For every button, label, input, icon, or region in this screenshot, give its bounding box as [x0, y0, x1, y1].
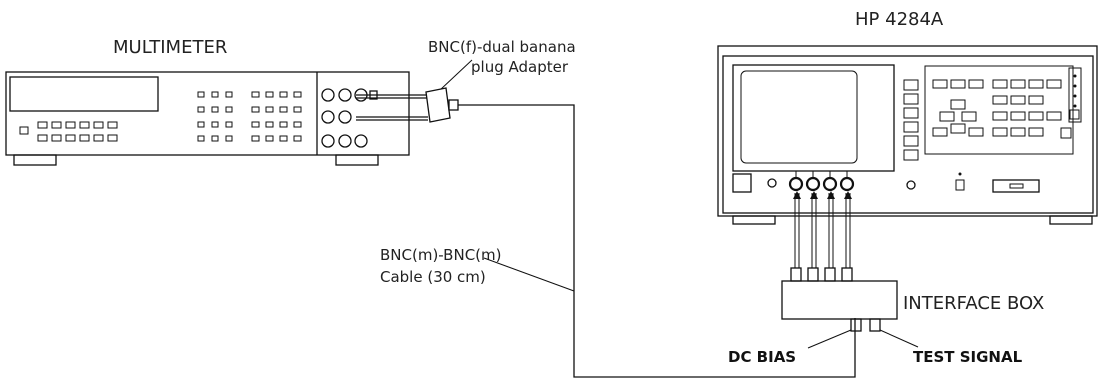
analyzer-indicator-column: [1068, 67, 1082, 123]
multimeter-body: [5, 71, 410, 156]
test-signal-leader: [879, 329, 919, 348]
analyzer-front-panel: [722, 55, 1094, 214]
adapter-label-line1: BNC(f)-dual banana: [428, 38, 576, 56]
multimeter-foot-left: [13, 154, 57, 166]
terminal-connection-arrows: [793, 191, 852, 268]
interface-box-label: INTERFACE BOX: [903, 293, 1044, 314]
analyzer-keypad-area: [924, 65, 1074, 155]
multimeter-foot-right: [335, 154, 379, 166]
cable-label-line1: BNC(m)-BNC(m): [380, 246, 501, 264]
analyzer-label: HP 4284A: [855, 9, 944, 30]
disk-slot: [992, 179, 1040, 193]
lcr-meter: [717, 45, 1098, 225]
interface-box-body: [781, 280, 898, 320]
interface-box: [781, 267, 898, 332]
interface-box-top-connector-3: [824, 267, 836, 282]
test-signal-connector: [869, 318, 881, 332]
multimeter: [5, 71, 410, 166]
cable-leader: [483, 257, 575, 292]
multimeter-keys-middle: [197, 91, 302, 142]
dc-bias-leader: [807, 329, 852, 349]
analyzer-led: [955, 172, 965, 191]
multimeter-keys-left: [19, 121, 118, 142]
adapter-label-line2: plug Adapter: [471, 58, 569, 76]
adapter-leader: [439, 59, 473, 91]
analyzer-foot-right: [1049, 215, 1093, 225]
power-switch: [732, 173, 752, 193]
analyzer-body: [717, 45, 1098, 217]
banana-adapter: [356, 87, 459, 123]
interface-box-top-connector-1: [790, 267, 802, 282]
analyzer-display-inner: [740, 70, 858, 164]
dc-bias-label: DC BIAS: [728, 348, 796, 366]
analyzer-foot-left: [732, 215, 776, 225]
analyzer-small-knob: [767, 178, 777, 188]
bnc-cable: [458, 104, 856, 378]
cable-label-line2: Cable (30 cm): [380, 268, 486, 286]
analyzer-knob-right: [906, 180, 916, 190]
multimeter-display: [9, 76, 159, 112]
interface-box-top-connector-4: [841, 267, 853, 282]
unknown-terminals: [788, 170, 855, 192]
multimeter-label: MULTIMETER: [113, 37, 227, 58]
analyzer-cursor-keys: [939, 99, 977, 134]
analyzer-softkeys: [903, 79, 919, 161]
test-signal-label: TEST SIGNAL: [913, 348, 1023, 366]
dc-bias-connector: [850, 318, 862, 332]
analyzer-display: [732, 64, 895, 172]
interface-box-top-connector-2: [807, 267, 819, 282]
analyzer-keys: [932, 79, 1072, 139]
